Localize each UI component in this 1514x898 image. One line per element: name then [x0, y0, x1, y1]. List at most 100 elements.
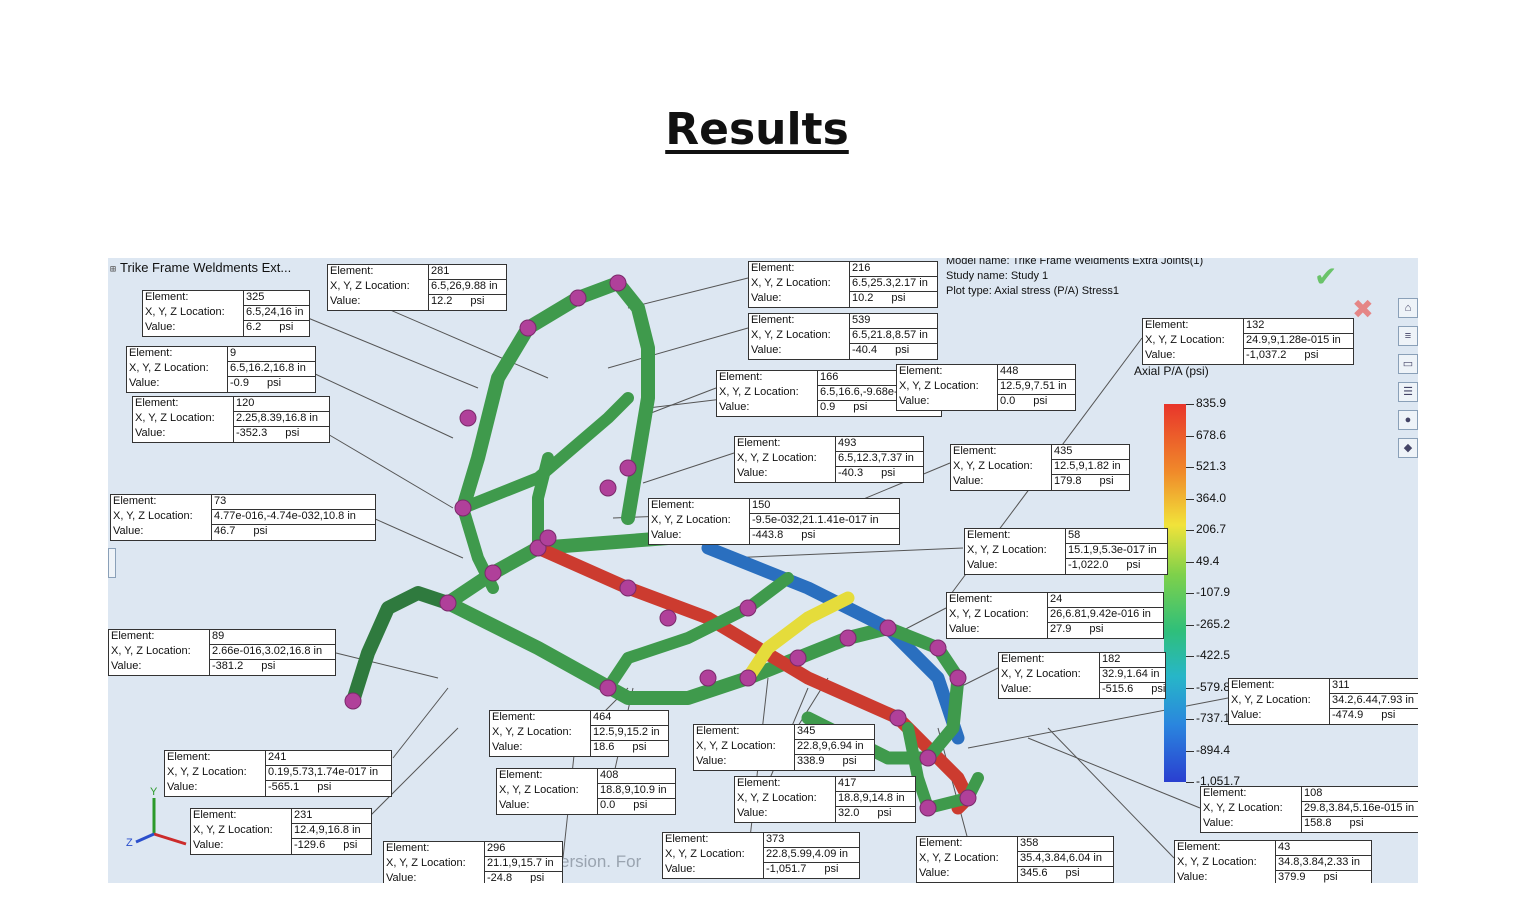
joint-node[interactable] — [659, 609, 677, 627]
joint-node[interactable] — [519, 319, 537, 337]
tree-icon[interactable]: ≡ — [1398, 326, 1418, 346]
joint-node[interactable] — [919, 799, 937, 817]
joint-node[interactable] — [879, 619, 897, 637]
joint-node[interactable] — [344, 692, 362, 710]
joint-node[interactable] — [889, 709, 907, 727]
joint-node[interactable] — [699, 669, 717, 687]
joint-node[interactable] — [599, 479, 617, 497]
joint-node[interactable] — [609, 274, 627, 292]
results-viewport[interactable]: ⊞Trike Frame Weldments Ext... Model name… — [108, 258, 1418, 883]
joint-node[interactable] — [739, 669, 757, 687]
probe-unit: psi — [633, 799, 648, 811]
frame-tube-mid-stress[interactable] — [741, 591, 855, 685]
joint-node[interactable] — [839, 629, 857, 647]
appearance-icon[interactable]: ● — [1398, 410, 1418, 430]
joint-node[interactable] — [919, 749, 937, 767]
probe-key: Value: — [1177, 871, 1208, 883]
leader-line — [335, 652, 439, 679]
probe-key: Element: — [1203, 787, 1247, 799]
folder-icon[interactable]: ▭ — [1398, 354, 1418, 374]
joint-node[interactable] — [439, 594, 457, 612]
close-icon[interactable]: ✖ — [1352, 294, 1374, 324]
probe-key: Element: — [113, 495, 157, 507]
probe-key: Value: — [330, 295, 361, 307]
joint-node[interactable] — [959, 789, 977, 807]
leader-line — [392, 687, 449, 759]
joint-node[interactable] — [539, 529, 557, 547]
probe-key: X, Y, Z Location: — [719, 386, 799, 398]
probe-value-number: -40.4 — [852, 344, 878, 356]
joint-node[interactable] — [949, 669, 967, 687]
joint-node[interactable] — [459, 409, 477, 427]
joint-node[interactable] — [929, 639, 947, 657]
joint-node[interactable] — [454, 499, 472, 517]
frame-tube[interactable] — [457, 392, 634, 514]
custom-icon[interactable]: ◆ — [1398, 438, 1418, 458]
probe-key: Element: — [751, 314, 795, 326]
list-icon[interactable]: ☰ — [1398, 382, 1418, 402]
probe-key: Value: — [737, 807, 768, 819]
probe-value-number: 6.2 — [246, 321, 262, 333]
frame-tube[interactable] — [602, 572, 794, 694]
joint-node[interactable] — [569, 289, 587, 307]
joint-node[interactable] — [599, 679, 617, 697]
expand-icon[interactable]: ⊞ — [110, 264, 117, 275]
joint-node[interactable] — [619, 459, 637, 477]
probe-value-number: 10.2 — [852, 292, 874, 304]
probe-element-id: 241 — [265, 751, 391, 766]
probe-value-number: 179.8 — [1054, 475, 1082, 487]
probe-element-id: 417 — [835, 777, 915, 792]
frame-tube[interactable] — [346, 586, 455, 708]
joint-node[interactable] — [619, 579, 637, 597]
probe-location: 35.4,3.84,6.04 in — [1017, 852, 1113, 867]
probe-key: Value: — [751, 292, 782, 304]
joint-node[interactable] — [739, 599, 757, 617]
feature-tree-root[interactable]: ⊞Trike Frame Weldments Ext... — [110, 260, 291, 275]
frame-tube[interactable] — [441, 596, 895, 705]
probe-key: Element: — [167, 751, 211, 763]
probe-location: 6.5,12.3,7.37 in — [835, 452, 923, 467]
joint-node[interactable] — [789, 649, 807, 667]
probe-unit: psi — [1304, 349, 1319, 361]
check-icon[interactable]: ✔ — [1314, 261, 1338, 292]
frame-tube[interactable] — [532, 452, 554, 554]
home-icon[interactable]: ⌂ — [1398, 298, 1418, 318]
legend-tick — [1186, 467, 1194, 468]
probe-key: Value: — [145, 321, 176, 333]
probe-location: -9.5e-032,21.1.41e-017 in — [749, 514, 899, 529]
probe-value-number: 158.8 — [1304, 817, 1332, 829]
joint-node[interactable] — [484, 564, 502, 582]
panel-collapse-handle[interactable] — [108, 548, 116, 578]
